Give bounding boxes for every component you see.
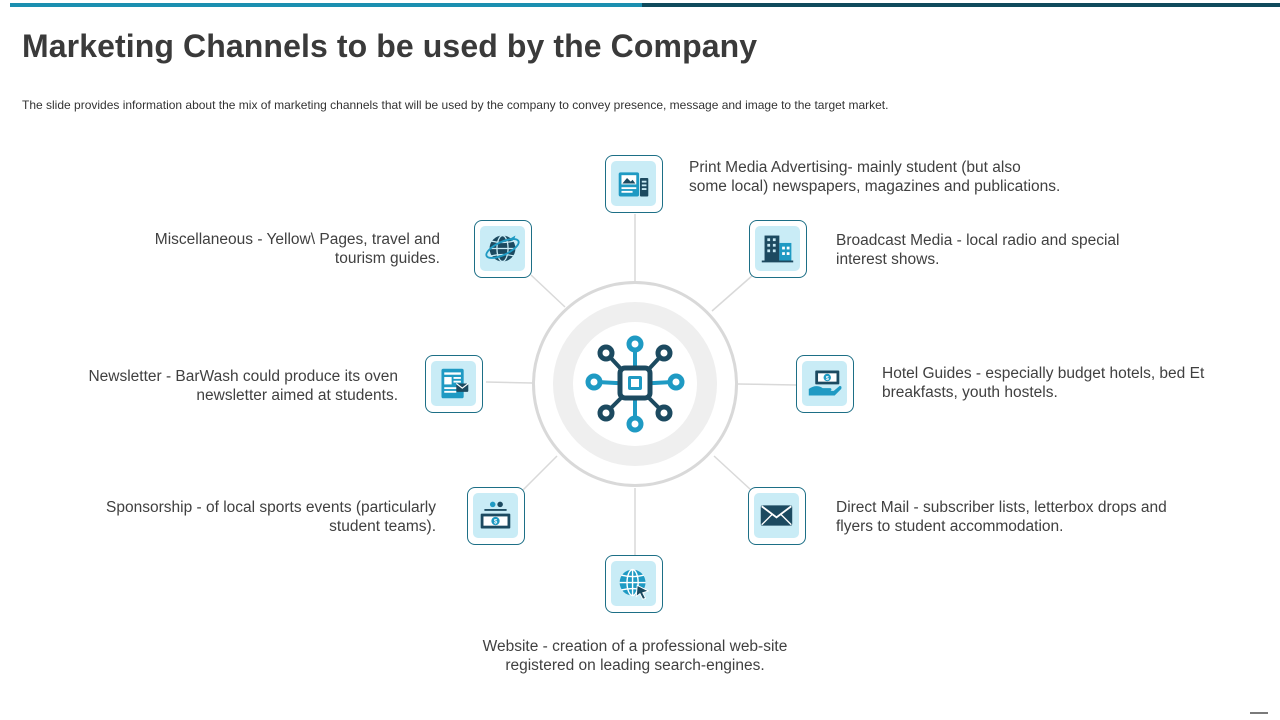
channel-misc-node[interactable] <box>474 220 532 278</box>
channel-hotel-node[interactable]: $ <box>796 355 854 413</box>
channel-sponsorship-node[interactable]: $ <box>467 487 525 545</box>
newspaper-icon <box>618 172 649 197</box>
globe-cursor-icon <box>619 568 650 600</box>
svg-text:$: $ <box>494 519 498 525</box>
hand-money-icon: $ <box>808 370 842 396</box>
newsletter-icon <box>441 368 469 399</box>
connector-hotel <box>737 383 797 386</box>
channel-broadcast-text: Broadcast Media - local radio and specia… <box>836 232 1120 268</box>
channel-mail-text: Direct Mail - subscriber lists, letterbo… <box>836 499 1167 535</box>
corner-mark <box>1250 712 1268 714</box>
channel-print-text: Print Media Advertising- mainly student … <box>689 159 1061 195</box>
slide-subtitle: The slide provides information about the… <box>22 98 889 112</box>
connector-newsletter <box>485 381 533 384</box>
channel-newsletter-text: Newsletter - BarWash could produce its o… <box>88 368 398 404</box>
top-accent-bar-right <box>642 3 1280 7</box>
channel-print-node[interactable] <box>605 155 663 213</box>
channel-website-text: Website - creation of a professional web… <box>482 638 788 674</box>
channel-mail-node[interactable] <box>748 487 806 545</box>
channel-newsletter-node[interactable] <box>425 355 483 413</box>
slide-title: Marketing Channels to be used by the Com… <box>22 28 758 64</box>
broadcast-building-icon <box>761 235 794 263</box>
globe-plane-icon <box>485 234 520 263</box>
connector-mail <box>713 455 752 491</box>
channel-website-node[interactable] <box>605 555 663 613</box>
connector-sponsorship <box>522 455 558 491</box>
sponsorship-money-icon: $ <box>480 501 511 529</box>
envelope-icon <box>760 505 793 526</box>
connector-misc <box>530 274 566 308</box>
channel-broadcast-node[interactable] <box>749 220 807 278</box>
svg-text:$: $ <box>826 376 829 382</box>
network-hub-icon <box>585 335 685 433</box>
top-accent-bar-left <box>10 3 642 7</box>
channel-misc-text: Miscellaneous - Yellow\ Pages, travel an… <box>154 231 440 267</box>
channel-hotel-text: Hotel Guides - especially budget hotels,… <box>882 365 1205 401</box>
channel-sponsorship-text: Sponsorship - of local sports events (pa… <box>106 499 436 535</box>
connector-broadcast <box>711 274 754 312</box>
